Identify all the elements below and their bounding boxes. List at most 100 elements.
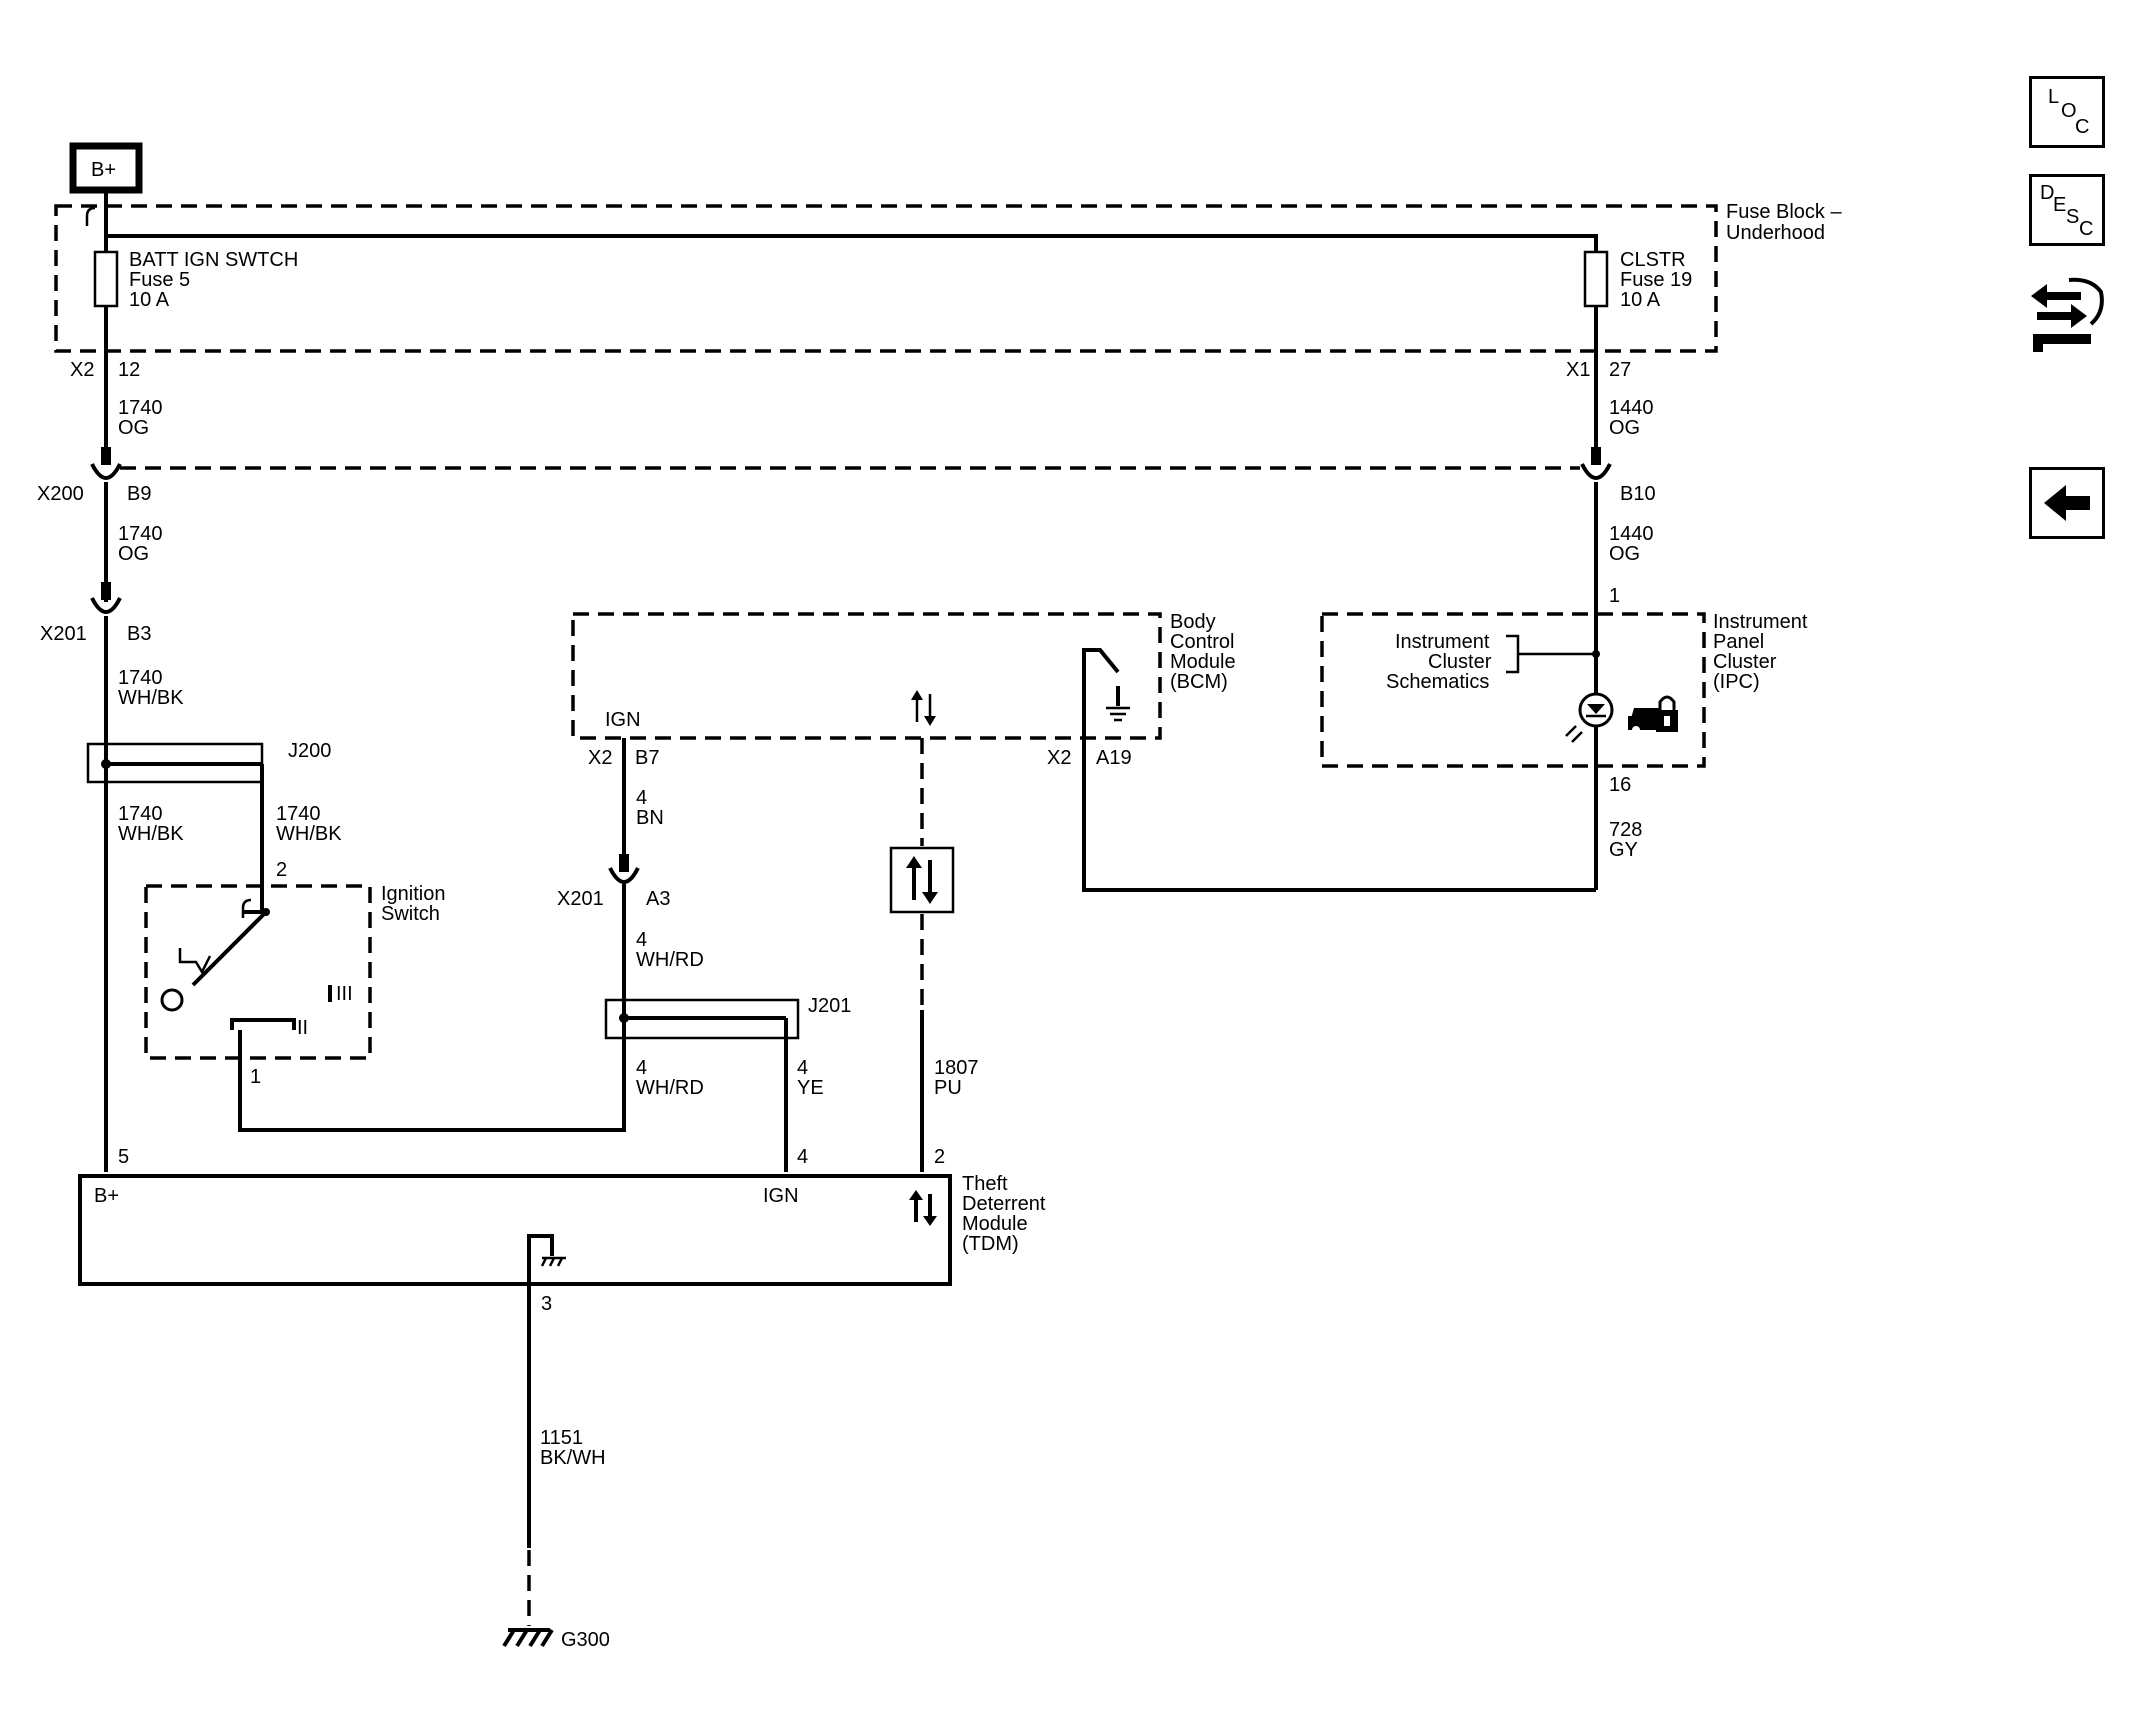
fuse19-name: CLSTR bbox=[1620, 249, 1686, 271]
ignition-contact-ii bbox=[230, 1018, 296, 1030]
wire-right-mid-color: OG bbox=[1609, 543, 1640, 565]
ipc-schematic-reference[interactable]: Instrument Cluster Schematics bbox=[1386, 631, 1596, 693]
wire-ground-color: BK/WH bbox=[540, 1447, 606, 1469]
wire-right-top-color: OG bbox=[1609, 417, 1640, 439]
ipc-ref-3[interactable]: Schematics bbox=[1386, 671, 1489, 693]
x200-right-pin bbox=[1591, 447, 1601, 465]
car-lock-icon bbox=[1628, 695, 1678, 734]
wire-ipc-circuit: 728 bbox=[1609, 819, 1642, 841]
serial-data-connector-icon bbox=[906, 856, 938, 904]
ignition-pos-iii: III bbox=[336, 983, 353, 1005]
bcm-ign-label: IGN bbox=[605, 709, 641, 731]
bcm-name-1: Body bbox=[1170, 611, 1216, 633]
ignition-contact-hook bbox=[241, 898, 252, 918]
ipc-name-3: Cluster bbox=[1713, 651, 1777, 673]
ipc-enclosure bbox=[1320, 612, 1706, 768]
loc-letter-o: O bbox=[2061, 100, 2077, 122]
bcm-ign-connector: X2 bbox=[588, 747, 612, 769]
fuse5-body bbox=[93, 250, 119, 308]
wire-j201-right-circuit: 4 bbox=[797, 1057, 808, 1079]
bcm-name-2: Control bbox=[1170, 631, 1234, 653]
j200-label: J200 bbox=[288, 740, 331, 762]
fuse19-pin: 27 bbox=[1609, 359, 1631, 381]
ipc-ref-1[interactable]: Instrument bbox=[1395, 631, 1490, 653]
x200-right-pin-label: B10 bbox=[1620, 483, 1656, 505]
ipc-ref-2[interactable]: Cluster bbox=[1428, 651, 1492, 673]
x201-b3-name: X201 bbox=[40, 623, 87, 645]
wire-left-mid-color: OG bbox=[118, 543, 149, 565]
wire-left-low-color: WH/BK bbox=[118, 687, 184, 709]
fuse19-body bbox=[1583, 250, 1609, 308]
ipc-to-bcm-wire bbox=[1082, 738, 1596, 892]
wire-j201-left-circuit: 4 bbox=[636, 1057, 647, 1079]
x201-b3-pin-label: B3 bbox=[127, 623, 151, 645]
ground-name: G300 bbox=[561, 1629, 610, 1651]
tdm-bplus-label: B+ bbox=[94, 1185, 119, 1207]
busbar-hook bbox=[85, 206, 96, 226]
wire-j200-right-circuit: 1740 bbox=[276, 803, 321, 825]
fuse19-number: Fuse 19 bbox=[1620, 269, 1692, 291]
wire-left-low-circuit: 1740 bbox=[118, 667, 163, 689]
wire-serial-color: PU bbox=[934, 1077, 962, 1099]
ipc-pin-bottom: 16 bbox=[1609, 774, 1631, 796]
bcm-name-4: (BCM) bbox=[1170, 671, 1228, 693]
back-button[interactable] bbox=[2029, 467, 2105, 539]
x200-left-connector bbox=[90, 463, 122, 480]
fuse-block-name-1: Fuse Block – bbox=[1726, 201, 1842, 223]
wire-bcm-ign-color: BN bbox=[636, 807, 664, 829]
ignition-switch-enclosure bbox=[144, 884, 372, 1060]
ignition-key-icon bbox=[178, 948, 212, 975]
fuse-block-enclosure bbox=[54, 204, 1718, 353]
wire-x201-a3-color: WH/RD bbox=[636, 949, 704, 971]
ipc-ref-bracket bbox=[1506, 634, 1596, 674]
bcm-ign-pin: B7 bbox=[635, 747, 659, 769]
fuse5-connector: X2 bbox=[70, 359, 94, 381]
bcm-name-3: Module bbox=[1170, 651, 1236, 673]
loc-button[interactable]: L O C bbox=[2029, 76, 2105, 148]
fuse5-name: BATT IGN SWTCH bbox=[129, 249, 298, 271]
x200-left-pin bbox=[101, 447, 111, 465]
tdm-pin-serial: 2 bbox=[934, 1146, 945, 1168]
wire-j200-left-color: WH/BK bbox=[118, 823, 184, 845]
j201-label: J201 bbox=[808, 995, 851, 1017]
loc-letter-l: L bbox=[2048, 86, 2060, 108]
fuse19-connector: X1 bbox=[1566, 359, 1590, 381]
desc-letter-d: D bbox=[2040, 182, 2055, 204]
ignition-pivot bbox=[160, 988, 184, 1012]
x201-b3-connector bbox=[90, 597, 122, 614]
serial-data-connector-box bbox=[889, 846, 955, 914]
tdm-name-2: Deterrent bbox=[962, 1193, 1046, 1215]
tdm-pin-bplus: 5 bbox=[118, 1146, 129, 1168]
j201-node bbox=[619, 1013, 629, 1023]
bcm-enclosure bbox=[571, 612, 1162, 740]
ipc-name-4: (IPC) bbox=[1713, 671, 1760, 693]
hand-arrows-button[interactable] bbox=[2029, 272, 2105, 358]
battery-source-label: B+ bbox=[91, 159, 116, 181]
tdm-pin-ground: 3 bbox=[541, 1293, 552, 1315]
wire-left-top-circuit: 1740 bbox=[118, 397, 163, 419]
bcm-ground-switch bbox=[1082, 648, 1120, 738]
tdm-ground-icon bbox=[527, 1234, 566, 1284]
wire-ground-circuit: 1151 bbox=[540, 1427, 583, 1449]
wire-bcm-ign-circuit: 4 bbox=[636, 787, 647, 809]
lamp-light-ray-1 bbox=[1565, 725, 1577, 737]
tdm-pin-ign: 4 bbox=[797, 1146, 808, 1168]
x201-a3-connector bbox=[608, 867, 640, 884]
ipc-name-2: Panel bbox=[1713, 631, 1764, 653]
ignition-switch-pin-top: 2 bbox=[276, 859, 287, 881]
desc-button[interactable]: D E S C bbox=[2029, 174, 2105, 246]
fuse5-rating: 10 A bbox=[129, 289, 170, 311]
wire-left-mid-circuit: 1740 bbox=[118, 523, 163, 545]
x201-a3-pin-label: A3 bbox=[646, 888, 670, 910]
x200-name: X200 bbox=[37, 483, 84, 505]
chassis-ground-icon bbox=[502, 1628, 554, 1648]
wire-j201-left-color: WH/RD bbox=[636, 1077, 704, 1099]
fuse5-pin: 12 bbox=[118, 359, 140, 381]
desc-letter-s: S bbox=[2066, 206, 2080, 228]
ignition-pos-ii: II bbox=[297, 1017, 308, 1039]
wire-ipc-color: GY bbox=[1609, 839, 1638, 861]
tdm-name-3: Module bbox=[962, 1213, 1028, 1235]
tdm-name-4: (TDM) bbox=[962, 1233, 1019, 1255]
wire-right-mid-circuit: 1440 bbox=[1609, 523, 1654, 545]
j200-node bbox=[101, 759, 111, 769]
